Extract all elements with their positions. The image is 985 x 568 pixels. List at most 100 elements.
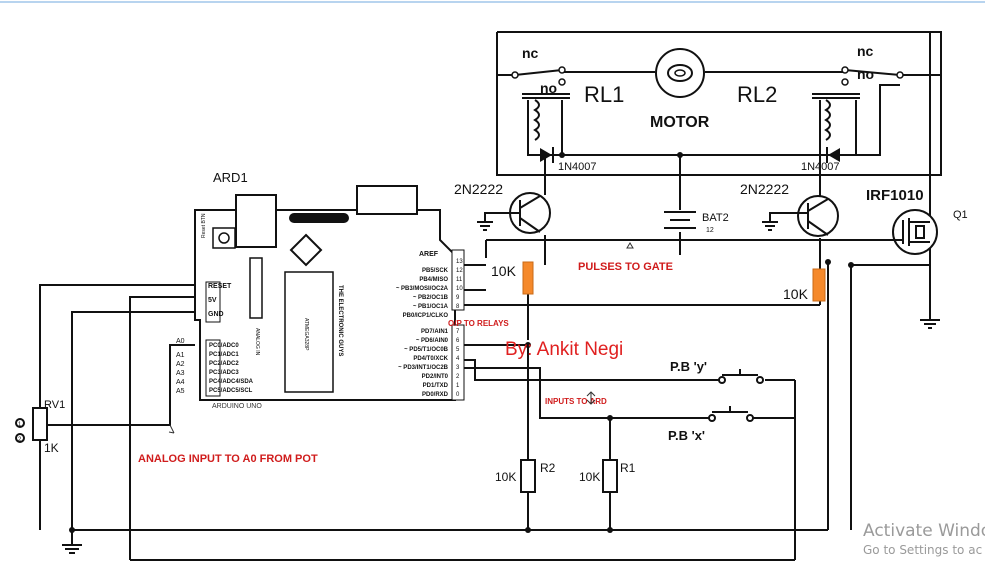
resistor-10k-a-label: 10K	[491, 263, 517, 279]
pushbuttons	[708, 369, 764, 422]
analog-pin-label: A5	[176, 388, 185, 395]
board-reset-btn-text: Reset BTN	[201, 213, 207, 238]
board-analog-in-text: ANALOG IN	[254, 328, 260, 356]
analog-header: A0	[176, 338, 185, 345]
battery-value: 12	[706, 227, 714, 234]
motor-symbol	[655, 48, 705, 98]
pulses-to-gate-label: PULSES TO GATE	[578, 261, 673, 273]
resistor-10k-b-label: 10K	[783, 286, 809, 302]
digital-pin: ~ PD3/INT1/OC2B	[398, 365, 449, 371]
r2-value: 10K	[495, 470, 516, 484]
watermark-line2: Go to Settings to ac	[863, 543, 983, 557]
pin-number: 1	[456, 383, 460, 389]
analog-pins: PC0/ADC0 PC1/ADC1 PC2/ADC2 PC3/ADC3 PC4/…	[209, 343, 254, 394]
analog-pin: PC1/ADC1	[209, 352, 239, 358]
analog-pin-label: A4	[176, 379, 185, 386]
analog-pin-label: A3	[176, 370, 185, 377]
analog-input-label: ANALOG INPUT TO A0 FROM POT	[138, 453, 318, 465]
mosfet-symbol	[890, 209, 938, 255]
pin-number: 11	[456, 277, 463, 283]
potentiometer-symbol	[15, 355, 55, 443]
digital-pin: ~ PB3/MOSI/OC2A	[396, 286, 449, 292]
pb-x-label: P.B 'x'	[668, 428, 705, 443]
pin-number: 6	[456, 338, 460, 344]
pin-number: 12	[456, 268, 463, 274]
digital-pin: ~ PB2/OC1B	[413, 295, 449, 301]
pot-value: 1K	[44, 441, 59, 455]
power-pin-gnd: GND	[208, 311, 224, 318]
digital-pin: PD0/RXD	[422, 392, 449, 398]
mosfet-ref: Q1	[953, 209, 968, 221]
watermark-line1: Activate Windo	[863, 521, 985, 541]
inputs-to-ard-label: INPUTS TO ARD	[545, 397, 607, 406]
battery-label: BAT2	[702, 212, 729, 224]
r1-name: R1	[620, 461, 636, 475]
analog-pin-labels: A1 A2 A3 A4 A5	[176, 352, 185, 395]
wires	[39, 31, 942, 561]
arduino-board	[194, 185, 465, 401]
pin-number: 4	[456, 356, 460, 362]
pb-y-label: P.B 'y'	[670, 359, 707, 374]
digital-pin: PD7/AIN1	[421, 329, 449, 335]
pin-number: 5	[456, 347, 460, 353]
transistor-symbols	[509, 192, 839, 237]
r2-name: R2	[540, 461, 556, 475]
pin-number: 2	[456, 374, 460, 380]
digital-pin: PB4/MISO	[419, 277, 448, 283]
digital-pin: PB0/ICP1/CLKO	[403, 313, 449, 319]
analog-pin: PC4/ADC4/SDA	[209, 379, 254, 385]
relay2-nc: nc	[857, 43, 874, 59]
digital-pin: PB5/SCK	[422, 268, 449, 274]
board-vertical-text: THE ELECTRONIC GUYS	[337, 285, 343, 356]
analog-pin-label: A2	[176, 361, 185, 368]
pin-number: 3	[456, 365, 460, 371]
analog-pin-label: A1	[176, 352, 185, 359]
ard-label: ARD1	[213, 170, 248, 185]
board-name: ARDUINO UNO	[212, 403, 262, 410]
relay1-no: no	[540, 80, 557, 96]
power-pin-5v: 5V	[208, 297, 217, 304]
digital-pins-upper: PB5/SCK PB4/MISO ~ PB3/MOSI/OC2A ~ PB2/O…	[396, 268, 449, 319]
pin-number: 7	[456, 329, 460, 335]
digital-pin: ~ PB1/OC1A	[413, 304, 449, 310]
relay1-nc: nc	[522, 45, 539, 61]
power-pin-reset: RESET	[208, 283, 232, 290]
pin-number: 8	[456, 304, 460, 310]
relay-coils	[522, 93, 860, 141]
analog-pin: PC0/ADC0	[209, 343, 239, 349]
board-chip-text: ATMEGA328P	[303, 318, 309, 351]
diode2-label: 1N4007	[801, 161, 840, 173]
transistor2-label: 2N2222	[740, 181, 789, 197]
mosfet-label: IRF1010	[866, 187, 924, 204]
pin-number: 9	[456, 295, 460, 301]
r1-value: 10K	[579, 470, 600, 484]
pin-numbers: 13 12 11 10 9 8 7 6 5 4 3 2 1 0	[456, 259, 463, 398]
author-label: By: Ankit Negi	[505, 339, 623, 360]
analog-pin: PC5/ADC5/SCL	[209, 388, 253, 394]
pin-number: 13	[456, 259, 463, 265]
relay2-label: RL2	[737, 82, 777, 107]
digital-pins-lower: PD7/AIN1 ~ PD6/AIN0 ~ PD5/T1/OC0B PD4/T0…	[398, 329, 449, 398]
pot-name: RV1	[44, 399, 65, 411]
pot-pin2: 2	[18, 437, 22, 443]
analog-pin: PC3/ADC3	[209, 370, 239, 376]
digital-pin: ~ PD5/T1/OC0B	[404, 347, 449, 353]
ground-symbols	[62, 221, 940, 554]
resistors-10k-orange	[522, 261, 826, 302]
transistor1-label: 2N2222	[454, 181, 503, 197]
aref-label: AREF	[419, 251, 439, 258]
digital-pin: PD4/T0/XCK	[413, 356, 448, 362]
digital-pin: PD2/INT0	[422, 374, 449, 380]
pot-pin1: 1	[18, 422, 22, 428]
battery-symbol	[664, 211, 696, 229]
resistors-r1-r2	[520, 459, 618, 493]
relay1-label: RL1	[584, 82, 624, 107]
op-relays-label: O/P TO RELAYS	[448, 319, 509, 328]
diode1-label: 1N4007	[558, 161, 597, 173]
digital-pin: PD1/TXD	[423, 383, 449, 389]
pin-number: 10	[456, 286, 463, 292]
relay2-no: no	[857, 66, 874, 82]
digital-pin: ~ PD6/AIN0	[416, 338, 449, 344]
motor-label: MOTOR	[650, 114, 710, 131]
